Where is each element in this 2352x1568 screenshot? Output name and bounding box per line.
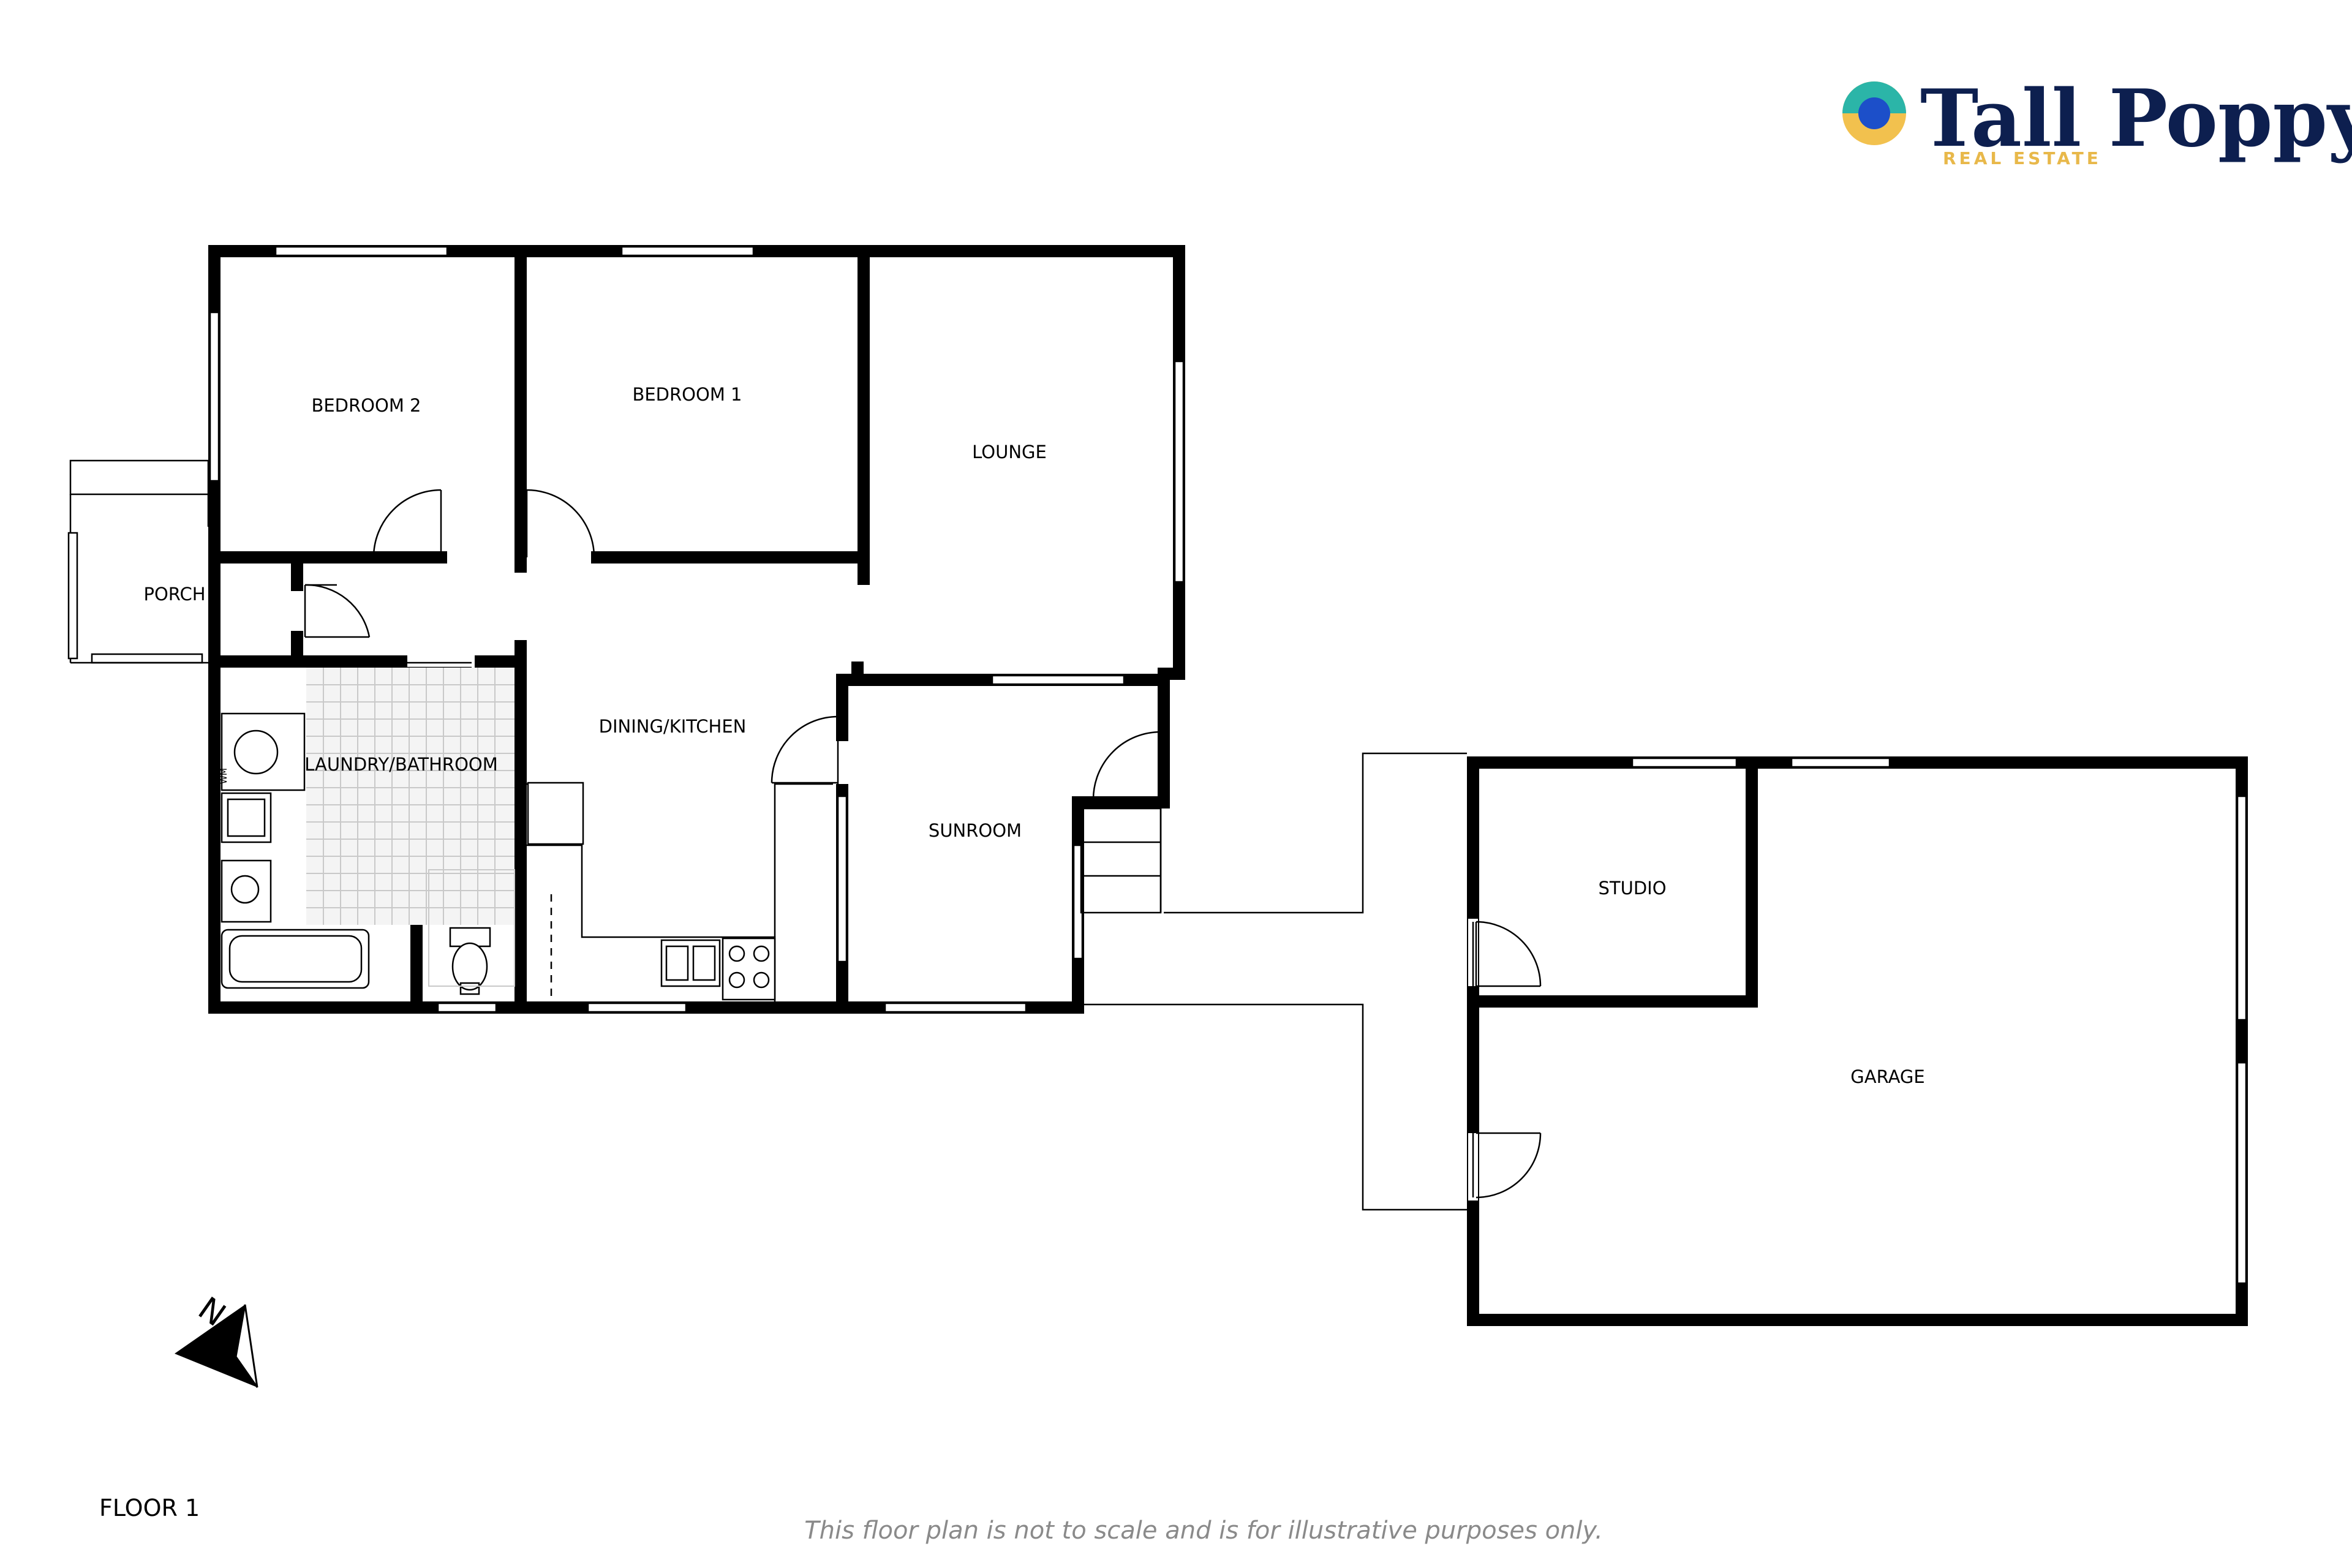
garage-windows bbox=[1468, 757, 2247, 1284]
fridge bbox=[527, 782, 584, 845]
cooktop bbox=[722, 937, 776, 1001]
garage-walls bbox=[1467, 756, 2248, 1326]
room-label-lounge: LOUNGE bbox=[972, 442, 1047, 462]
disclaimer-text: This floor plan is not to scale and is f… bbox=[804, 1517, 1603, 1545]
porch-window bbox=[67, 532, 78, 660]
room-labels: BEDROOM 2 BEDROOM 1 LOUNGE PORCH DINING/… bbox=[143, 384, 1924, 1087]
kitchen-sink bbox=[660, 939, 721, 987]
garage-side-door bbox=[1472, 1132, 1542, 1199]
porch-window-bottom bbox=[91, 653, 203, 664]
vanity bbox=[221, 859, 272, 923]
porch-door bbox=[304, 584, 371, 638]
room-label-garage: GARAGE bbox=[1850, 1066, 1924, 1087]
room-label-bedroom-2: BEDROOM 2 bbox=[311, 395, 421, 416]
room-label-laundry-bathroom: LAUNDRY/BATHROOM bbox=[304, 754, 498, 775]
room-label-dining-kitchen: DINING/KITCHEN bbox=[599, 716, 747, 737]
bedroom2-door bbox=[372, 489, 442, 558]
washing-machine-label: WM bbox=[219, 768, 229, 784]
room-label-porch: PORCH bbox=[143, 584, 205, 605]
brand-logo: Tall Poppy REAL ESTATE bbox=[1842, 73, 2352, 168]
porch-structure bbox=[67, 459, 209, 664]
kitchen-sunroom-door bbox=[771, 715, 839, 784]
bathroom-fixtures: WM bbox=[219, 712, 515, 995]
toilet-bowl bbox=[451, 942, 488, 991]
sunroom-steps bbox=[1080, 807, 1162, 914]
bathtub bbox=[221, 929, 370, 989]
laundry-sink bbox=[221, 792, 272, 843]
bathroom-tiles bbox=[306, 668, 514, 925]
north-arrow-icon: N bbox=[175, 1290, 258, 1388]
bedroom1-door bbox=[526, 489, 595, 558]
washing-machine bbox=[221, 712, 306, 791]
brand-tagline: REAL ESTATE bbox=[1943, 148, 2101, 168]
floor-label: FLOOR 1 bbox=[99, 1494, 200, 1521]
studio-door bbox=[1472, 921, 1542, 987]
room-label-sunroom: SUNROOM bbox=[929, 820, 1022, 841]
garage-roller-door-upper bbox=[2236, 795, 2247, 1021]
garage-roller-door-lower bbox=[2236, 1061, 2247, 1284]
garage-doors bbox=[1472, 921, 1542, 1199]
room-label-studio: STUDIO bbox=[1598, 878, 1666, 899]
poppy-logo-icon bbox=[1842, 81, 1906, 145]
sunroom-door bbox=[1092, 731, 1162, 801]
room-label-bedroom-1: BEDROOM 1 bbox=[632, 384, 742, 405]
main-house-windows bbox=[209, 246, 1185, 1013]
covered-walkway bbox=[1078, 752, 1467, 1211]
kitchen-fixtures bbox=[527, 782, 833, 1005]
brand-name: Tall Poppy bbox=[1920, 73, 2352, 165]
